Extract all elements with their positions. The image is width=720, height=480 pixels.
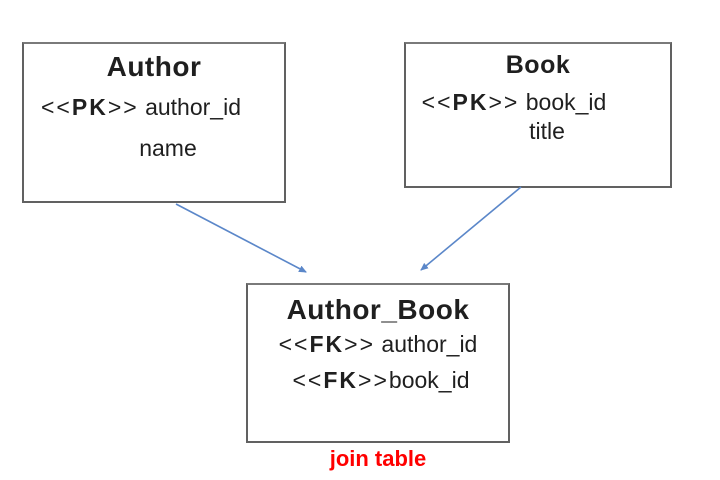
arrow-book-to-author-book	[420, 186, 522, 271]
entity-author-book-row-fk-book: <<FK>>book_id	[251, 366, 511, 394]
entity-book-row-pk: <<PK>> book_id	[382, 88, 646, 116]
entity-author-book-title: Author_Book	[286, 294, 470, 325]
stereotype-fk: FK	[323, 367, 359, 393]
stereotype-open: <<	[40, 94, 72, 120]
field-author-id: author_id	[138, 94, 241, 120]
stereotype-fk: FK	[309, 331, 345, 357]
entity-author: Author <<PK>> author_id name	[22, 42, 286, 203]
arrow-author-to-author-book	[175, 203, 307, 273]
field-author-id: author_id	[375, 331, 478, 357]
entity-author-row-name: name	[38, 134, 298, 162]
entity-book: Book <<PK>> book_id title	[404, 42, 672, 188]
field-name: name	[139, 135, 197, 161]
stereotype-close: >>	[107, 94, 139, 120]
join-table-label: join table	[329, 446, 427, 471]
stereotype-open: <<	[292, 367, 324, 393]
stereotype-open: <<	[278, 331, 310, 357]
entity-book-row-title: title	[415, 117, 679, 145]
stereotype-pk: PK	[452, 89, 489, 115]
stereotype-pk: PK	[71, 94, 108, 120]
stereotype-close: >>	[344, 331, 376, 357]
field-book-id: book_id	[388, 367, 470, 393]
stereotype-open: <<	[421, 89, 453, 115]
entity-author-book: Author_Book <<FK>> author_id <<FK>>book_…	[246, 283, 510, 443]
stereotype-close: >>	[358, 367, 389, 393]
field-title: title	[529, 118, 565, 144]
entity-author-row-pk: <<PK>> author_id	[11, 93, 271, 121]
entity-book-title: Book	[505, 51, 571, 79]
stereotype-close: >>	[488, 89, 520, 115]
entity-author-title: Author	[106, 51, 202, 82]
field-book-id: book_id	[519, 89, 607, 115]
entity-author-book-row-fk-author: <<FK>> author_id	[248, 330, 508, 358]
